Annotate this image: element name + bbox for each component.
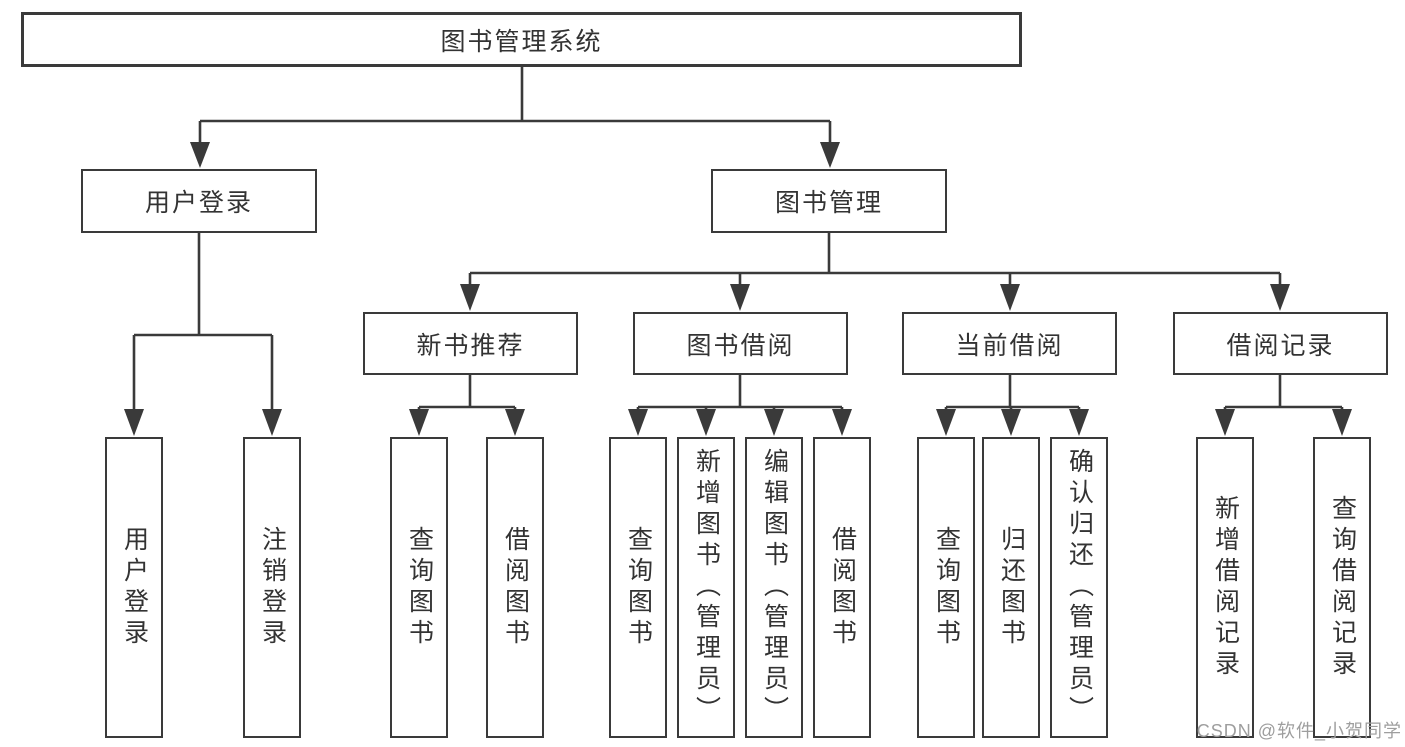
leaf-query-books-borrowing: 查询图书 xyxy=(609,437,667,738)
connector-book-management-to-level3 xyxy=(460,233,1290,311)
connector-root-to-level2 xyxy=(190,67,840,168)
node-library-management-system: 图书管理系统 xyxy=(21,12,1022,67)
node-user-login: 用户登录 xyxy=(81,169,317,233)
leaf-add-borrow-record: 新增借阅记录 xyxy=(1196,437,1254,738)
leaf-query-books-recommend: 查询图书 xyxy=(390,437,448,738)
node-borrowing-records: 借阅记录 xyxy=(1173,312,1388,375)
connector-borrowing-records-split xyxy=(1215,375,1352,436)
node-current-borrowing: 当前借阅 xyxy=(902,312,1117,375)
node-new-book-recommend: 新书推荐 xyxy=(363,312,578,375)
leaf-borrow-books-borrowing: 借阅图书 xyxy=(813,437,871,738)
leaf-query-borrow-record: 查询借阅记录 xyxy=(1313,437,1371,738)
connector-new-book-recommend-split xyxy=(409,375,525,436)
connector-user-login-branch xyxy=(124,233,282,436)
leaf-user-login: 用户登录 xyxy=(105,437,163,738)
leaf-confirm-return-admin: 确认归还（管理员） xyxy=(1050,437,1108,738)
connector-book-borrowing-split xyxy=(628,375,852,436)
node-book-management: 图书管理 xyxy=(711,169,947,233)
leaf-return-books: 归还图书 xyxy=(982,437,1040,738)
leaf-query-books-current: 查询图书 xyxy=(917,437,975,738)
watermark-text: CSDN @软件_小贺同学 xyxy=(1196,721,1402,741)
leaf-logout: 注销登录 xyxy=(243,437,301,738)
node-book-borrowing: 图书借阅 xyxy=(633,312,848,375)
leaf-add-books-admin: 新增图书（管理员） xyxy=(677,437,735,738)
leaf-borrow-books-recommend: 借阅图书 xyxy=(486,437,544,738)
connector-current-borrowing-split xyxy=(936,375,1089,436)
leaf-edit-books-admin: 编辑图书（管理员） xyxy=(745,437,803,738)
